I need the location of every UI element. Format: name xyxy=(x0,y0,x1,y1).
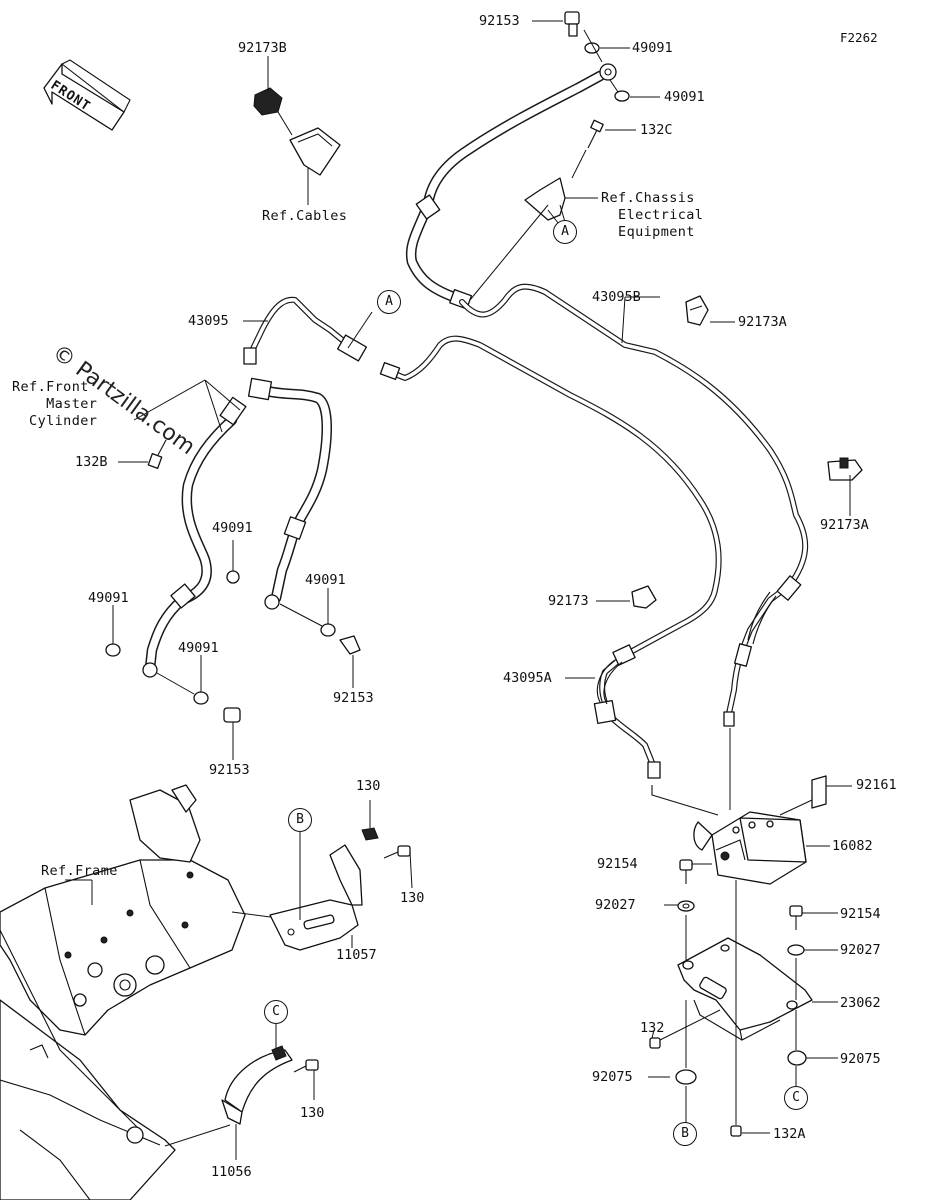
abs-fasteners xyxy=(648,859,838,1137)
part-label[interactable]: 92153 xyxy=(209,762,250,778)
part-label[interactable]: 43095 xyxy=(188,313,229,329)
bracket-11056 xyxy=(221,1022,319,1160)
part-label[interactable]: 49091 xyxy=(664,89,705,105)
part-label[interactable]: 43095A xyxy=(503,670,552,686)
abs-unit-16082 xyxy=(651,728,852,885)
part-label[interactable]: 92027 xyxy=(840,942,881,958)
brake-pipe-43095a xyxy=(379,335,722,779)
callout-a: A xyxy=(377,290,401,314)
ref-chassis-electrical: Ref.Chassis Electrical Equipment xyxy=(601,190,704,240)
ref-cables: Ref.Cables xyxy=(262,208,348,224)
chassis-bracket xyxy=(469,119,604,301)
part-label[interactable]: 130 xyxy=(300,1105,325,1121)
part-label[interactable]: 11056 xyxy=(211,1164,252,1180)
part-label[interactable]: 92153 xyxy=(479,13,520,29)
brake-pipe-43095 xyxy=(243,296,368,365)
leader-lines xyxy=(112,20,851,760)
part-label[interactable]: 132B xyxy=(75,454,108,470)
clip-92173 xyxy=(631,585,657,609)
part-label[interactable]: 130 xyxy=(400,890,425,906)
callout-c: C xyxy=(264,1000,288,1024)
clip-92173a-lower xyxy=(827,457,863,481)
part-label[interactable]: 92173 xyxy=(548,593,589,609)
callout-b: B xyxy=(288,808,312,832)
part-label[interactable]: 92027 xyxy=(595,897,636,913)
ref-front-master-cylinder: Ref.Front Master Cylinder xyxy=(12,379,98,429)
part-label[interactable]: 92173A xyxy=(738,314,787,330)
part-label[interactable]: 132 xyxy=(640,1020,665,1036)
part-label[interactable]: 23062 xyxy=(840,995,881,1011)
part-label[interactable]: 92173A xyxy=(820,517,869,533)
part-label[interactable]: 92075 xyxy=(840,1051,881,1067)
bracket-11057 xyxy=(269,800,413,951)
callout-c: C xyxy=(784,1086,808,1110)
upper-brake-hose xyxy=(405,63,617,310)
left-front-hose xyxy=(142,396,247,678)
abs-bracket-23062 xyxy=(677,937,838,1041)
part-label[interactable]: 132A xyxy=(773,1126,806,1142)
part-label[interactable]: 43095B xyxy=(592,289,641,305)
callout-lines xyxy=(685,1066,797,1124)
diagram-code: F2262 xyxy=(840,30,878,45)
ref-frame: Ref.Frame xyxy=(41,863,118,879)
callout-b: B xyxy=(673,1122,697,1146)
part-label[interactable]: 49091 xyxy=(88,590,129,606)
brake-pipe-43095b xyxy=(459,283,809,727)
part-label[interactable]: 49091 xyxy=(305,572,346,588)
part-label[interactable]: 49091 xyxy=(212,520,253,536)
bolt-132b xyxy=(147,439,167,469)
part-label[interactable]: 92153 xyxy=(333,690,374,706)
part-label[interactable]: 132C xyxy=(640,122,673,138)
part-label[interactable]: 92154 xyxy=(597,856,638,872)
upper-banjo-bolt xyxy=(564,11,630,102)
part-label[interactable]: 49091 xyxy=(178,640,219,656)
cable-clip-92173b xyxy=(253,87,341,205)
part-label[interactable]: 11057 xyxy=(336,947,377,963)
part-label[interactable]: 92161 xyxy=(856,777,897,793)
clip-92173a-upper xyxy=(685,295,709,326)
part-label[interactable]: 16082 xyxy=(832,838,873,854)
frame-structure xyxy=(0,784,279,1200)
right-front-hose xyxy=(247,377,333,610)
part-label[interactable]: 92173B xyxy=(238,40,287,56)
left-banjo-parts xyxy=(105,570,361,723)
part-label[interactable]: 92075 xyxy=(592,1069,633,1085)
callout-a: A xyxy=(553,220,577,244)
front-arrow-icon xyxy=(43,59,131,131)
part-label[interactable]: 130 xyxy=(356,778,381,794)
part-label[interactable]: 92154 xyxy=(840,906,881,922)
part-label[interactable]: 49091 xyxy=(632,40,673,56)
